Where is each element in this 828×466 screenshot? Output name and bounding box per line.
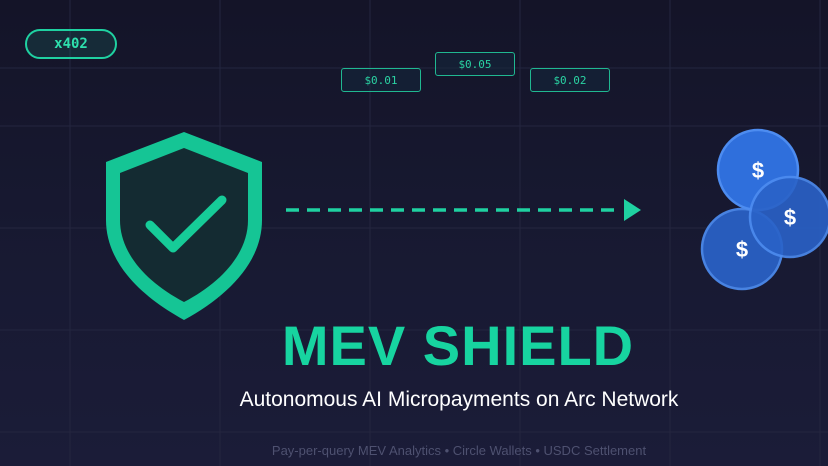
dollar-coin-icon: $ <box>748 175 828 259</box>
shield-check-icon <box>106 132 262 320</box>
price-tag: $0.05 <box>435 52 515 76</box>
page-title: MEV SHIELD <box>281 314 635 377</box>
price-tag: $0.01 <box>341 68 421 92</box>
price-tag: $0.02 <box>530 68 610 92</box>
coin-stack: $ $ $ <box>700 128 828 291</box>
svg-text:$: $ <box>784 205 796 230</box>
page-subtitle: Autonomous AI Micropayments on Arc Netwo… <box>239 388 679 411</box>
dashed-arrow-right <box>286 199 641 221</box>
svg-text:$: $ <box>752 158 764 183</box>
footer-tagline: Pay-per-query MEV Analytics • Circle Wal… <box>271 443 647 458</box>
x402-badge: x402 <box>25 29 117 59</box>
svg-text:$: $ <box>736 237 748 262</box>
